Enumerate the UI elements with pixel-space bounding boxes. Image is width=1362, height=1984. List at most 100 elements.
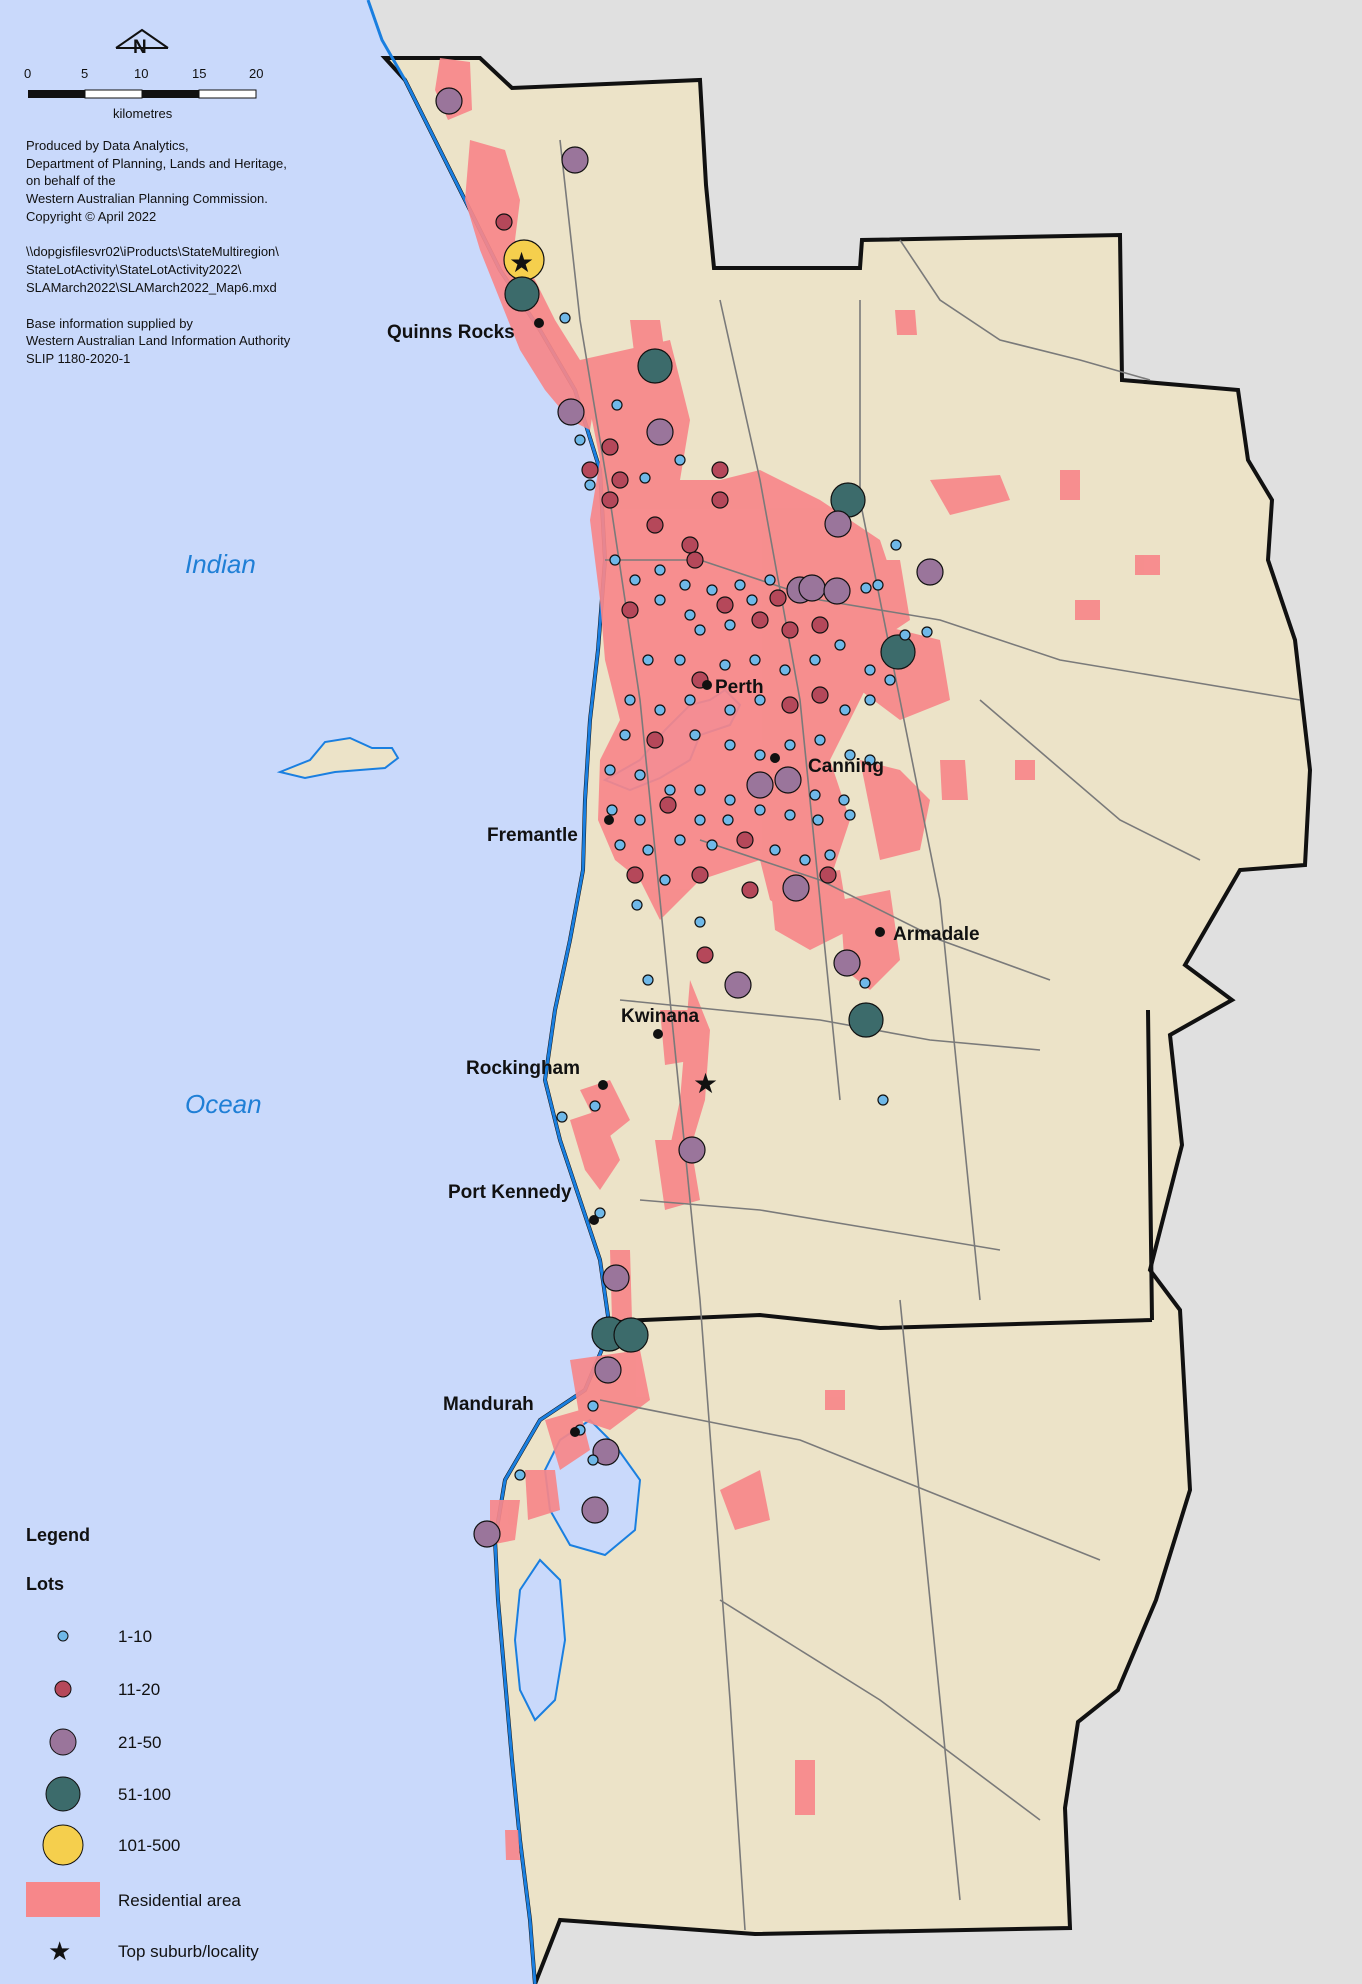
lot-marker bbox=[769, 589, 787, 607]
lot-marker bbox=[694, 814, 706, 826]
lot-marker bbox=[716, 596, 734, 614]
lot-marker bbox=[674, 454, 686, 466]
lot-marker bbox=[574, 434, 586, 446]
lot-marker bbox=[634, 769, 646, 781]
credits-block: Produced by Data Analytics, Department o… bbox=[26, 138, 291, 366]
legend-label-1-10: 1-10 bbox=[118, 1627, 152, 1646]
lot-marker bbox=[514, 1469, 526, 1481]
lot-marker bbox=[611, 399, 623, 411]
place-mandurah: Mandurah bbox=[443, 1394, 534, 1415]
lot-marker bbox=[814, 734, 826, 746]
scale-unit: kilometres bbox=[113, 106, 173, 121]
place-labels: Quinns Rocks Perth Canning Fremantle Arm… bbox=[387, 322, 980, 1415]
lot-marker bbox=[619, 729, 631, 741]
lot-marker bbox=[613, 1317, 649, 1353]
credit-line-7: \\dopgisfilesvr02\iProducts\StateMultire… bbox=[26, 244, 279, 259]
lot-marker bbox=[722, 814, 734, 826]
lot-marker bbox=[631, 899, 643, 911]
lot-marker bbox=[859, 977, 871, 989]
lot-marker bbox=[812, 814, 824, 826]
lot-marker bbox=[711, 491, 729, 509]
lot-marker bbox=[798, 574, 826, 602]
lot-marker bbox=[890, 539, 902, 551]
lot-marker bbox=[606, 804, 618, 816]
lot-marker bbox=[694, 624, 706, 636]
lot-marker bbox=[880, 634, 916, 670]
lot-marker bbox=[724, 619, 736, 631]
lot-marker bbox=[749, 654, 761, 666]
lot-marker bbox=[741, 881, 759, 899]
lot-marker bbox=[689, 729, 701, 741]
lot-marker bbox=[706, 584, 718, 596]
credit-line-5: Copyright © April 2022 bbox=[26, 209, 156, 224]
lot-marker bbox=[724, 704, 736, 716]
credit-line-3: on behalf of the bbox=[26, 173, 116, 188]
legend-swatch-21-50 bbox=[49, 1728, 77, 1756]
lot-marker bbox=[556, 1111, 568, 1123]
credit-line-8: StateLotActivity\StateLotActivity2022\ bbox=[26, 262, 242, 277]
legend-swatch-51-100 bbox=[45, 1776, 81, 1812]
legend-label-51-100: 51-100 bbox=[118, 1785, 171, 1804]
lot-marker bbox=[746, 594, 758, 606]
place-perth: Perth bbox=[715, 677, 764, 698]
top-suburb-star-wellard: ★ bbox=[693, 1067, 718, 1100]
lot-marker bbox=[824, 849, 836, 861]
lot-marker bbox=[659, 796, 677, 814]
north-arrow-label: N bbox=[133, 37, 147, 58]
lot-marker bbox=[751, 611, 769, 629]
legend: Legend Lots 1-10 11-20 21-50 51-100 101-… bbox=[26, 1525, 259, 1967]
scale-tick-20: 20 bbox=[249, 66, 263, 81]
lot-marker bbox=[678, 1136, 706, 1164]
legend-swatch-residential bbox=[26, 1882, 100, 1917]
lot-marker bbox=[746, 771, 774, 799]
lot-marker bbox=[694, 784, 706, 796]
scale-tick-0: 0 bbox=[24, 66, 31, 81]
lot-marker bbox=[594, 1356, 622, 1384]
lot-marker bbox=[684, 694, 696, 706]
lot-marker bbox=[877, 1094, 889, 1106]
ocean-label-ocean: Ocean bbox=[185, 1089, 262, 1119]
lot-marker bbox=[754, 804, 766, 816]
lot-marker bbox=[681, 536, 699, 554]
lot-marker bbox=[581, 1496, 609, 1524]
lot-marker bbox=[719, 659, 731, 671]
lot-marker bbox=[614, 839, 626, 851]
lot-marker bbox=[823, 577, 851, 605]
lot-marker bbox=[629, 574, 641, 586]
lot-marker bbox=[864, 694, 876, 706]
lot-marker bbox=[637, 348, 673, 384]
place-canning: Canning bbox=[808, 756, 884, 777]
lot-marker bbox=[779, 664, 791, 676]
lot-marker bbox=[435, 87, 463, 115]
lot-marker bbox=[589, 1100, 601, 1112]
road-network bbox=[559, 139, 1301, 1931]
lot-marker bbox=[594, 1207, 606, 1219]
credit-line-11: Base information supplied by bbox=[26, 316, 193, 331]
place-kwinana: Kwinana bbox=[621, 1006, 700, 1027]
lot-marker bbox=[642, 844, 654, 856]
scale-tick-10: 10 bbox=[134, 66, 148, 81]
place-port-kennedy: Port Kennedy bbox=[448, 1182, 572, 1203]
place-armadale: Armadale bbox=[893, 924, 980, 945]
legend-swatch-1-10 bbox=[57, 1630, 69, 1642]
lot-marker bbox=[799, 854, 811, 866]
legend-subtitle: Lots bbox=[26, 1574, 64, 1594]
lot-marker bbox=[784, 809, 796, 821]
lot-marker bbox=[634, 814, 646, 826]
lot-marker bbox=[764, 574, 776, 586]
lot-marker bbox=[811, 686, 829, 704]
lot-marker bbox=[674, 654, 686, 666]
lot-marker bbox=[621, 601, 639, 619]
lot-marker bbox=[899, 629, 911, 641]
lot-marker bbox=[811, 616, 829, 634]
place-fremantle: Fremantle bbox=[487, 825, 578, 846]
lot-marker bbox=[679, 579, 691, 591]
lot-marker bbox=[473, 1520, 501, 1548]
lot-marker bbox=[504, 276, 540, 312]
lot-marker bbox=[819, 866, 837, 884]
lot-marker bbox=[559, 312, 571, 324]
scale-tick-5: 5 bbox=[81, 66, 88, 81]
lot-marker bbox=[587, 1454, 599, 1466]
lot-marker bbox=[495, 213, 513, 231]
lot-marker bbox=[809, 789, 821, 801]
